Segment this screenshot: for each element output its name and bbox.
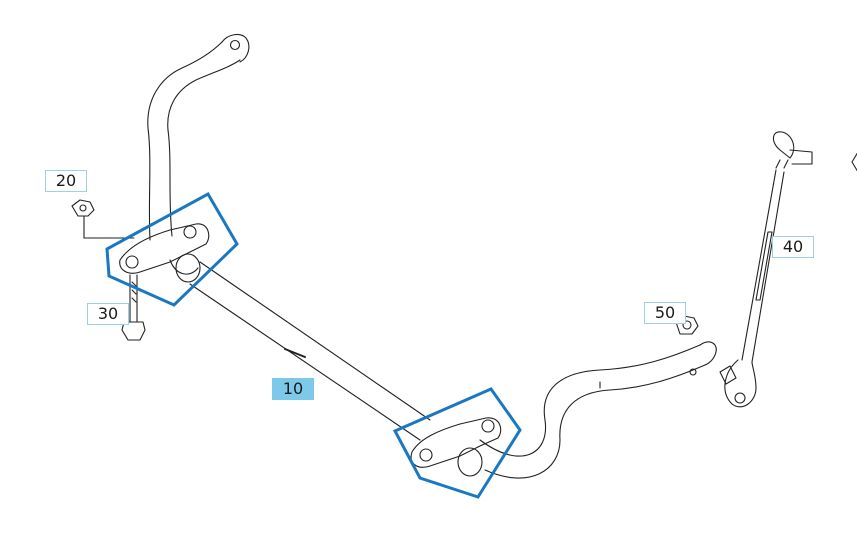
stabilizer-link-40 [719,131,857,408]
stabilizer-bar-right-arm [479,341,717,479]
stabilizer-bar-left-arm [147,33,250,241]
nut-20 [71,199,135,239]
bushing-clamp-left [119,223,210,283]
callout-30[interactable]: 30 [87,303,129,325]
callout-20[interactable]: 20 [45,170,87,192]
bushing-clamp-right [410,417,502,477]
callout-50[interactable]: 50 [644,302,686,324]
callout-10[interactable]: 10 [272,378,314,400]
callout-40[interactable]: 40 [772,236,814,258]
stabilizer-bar-main [189,261,431,441]
highlight-right-bushing [392,387,522,499]
bolt-30 [121,274,146,341]
highlight-left-bushing [105,191,239,307]
